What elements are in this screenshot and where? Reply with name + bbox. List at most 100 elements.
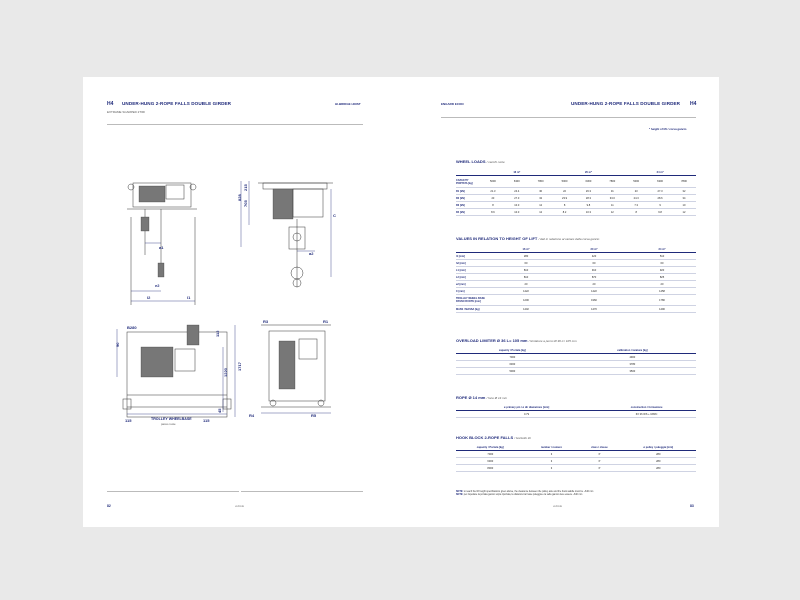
table-cell: 7800: [672, 175, 696, 188]
left-page-title: UNDER-HUNG 2-ROPE FALLS DOUBLE GIRDER: [122, 101, 232, 106]
notes: NOTE: to reach the lift height specifica…: [456, 491, 696, 497]
note-it-text: per rispettare la portata gancio sopra r…: [463, 494, 583, 496]
plan-view-drawing: [116, 324, 236, 418]
row-label: L1 [mm]: [456, 266, 492, 274]
table-row: 16 m* 20 m* 24 m*: [456, 246, 696, 253]
rope-col-2: construction / formazione: [597, 404, 696, 411]
rope-title-text: ROPE Ø 14 mm: [456, 395, 486, 400]
left-page-site: verlinde: [235, 505, 245, 508]
table-cell: 1458: [628, 287, 696, 295]
table-cell: 20: [560, 280, 628, 288]
row-label: h2 [mm]: [456, 259, 492, 267]
table-cell: 5000: [456, 367, 569, 375]
table-cell: 4900: [568, 353, 696, 361]
rope-col-1: ø primary pin / ø dir diametrare [mm]: [456, 404, 598, 411]
hol-group-1: 16 m*: [492, 246, 560, 253]
rope-table: ø primary pin / ø dir diametrare [mm] co…: [456, 404, 696, 418]
table-cell: 6300: [576, 175, 601, 188]
left-header-rule: [107, 124, 363, 125]
table-cell: 6300: [504, 175, 529, 188]
table-cell: 33.0: [600, 194, 625, 202]
table-cell: 810: [492, 266, 560, 274]
table-cell: 12: [600, 208, 625, 216]
table-row: L2 [mm] 810 870 825: [456, 273, 696, 281]
note-en-label: NOTE:: [456, 491, 464, 493]
table-cell: 1780: [628, 294, 696, 306]
hook-block-title: HOOK BLOCK 2-ROPE FALLS / bozzello tiri: [456, 435, 531, 440]
table-cell: 1470: [560, 305, 628, 313]
table-row: e2 [mm] 20 20 20: [456, 280, 696, 288]
table-cell: 910: [560, 266, 628, 274]
table-cell: 10.3: [576, 208, 601, 216]
table-cell: 8: [552, 201, 577, 209]
note-it: NOTE: per rispettare la portata gancio s…: [456, 494, 696, 497]
table-row: 5000 3500: [456, 367, 696, 375]
table-cell: 825: [628, 273, 696, 281]
table-cell: 1422: [560, 287, 628, 295]
hook-block-table: capacity / Portata [kg] number / numero …: [456, 444, 696, 472]
dim-b6: 45: [217, 408, 222, 413]
dim-b4: 1717: [237, 361, 242, 371]
note-it-label: NOTE:: [456, 494, 464, 496]
table-cell: 24.4: [504, 187, 529, 195]
table-cell: 23: [481, 194, 505, 202]
table-row: l1 [mm] 280 420 510: [456, 252, 696, 260]
table-row: MASS / MASSA [kg] 1402 1470 1490: [456, 305, 696, 313]
table-cell: 26.3: [576, 187, 601, 195]
table-cell: 34: [672, 194, 696, 202]
left-page-code: H4: [107, 101, 114, 107]
dim-h2: 705: [243, 200, 248, 207]
table-cell: 12: [528, 201, 553, 209]
table-cell: 3: [524, 457, 579, 465]
capacity-label: CAPACITY PORTATA [kg]: [456, 175, 481, 188]
right-header-rule: [441, 117, 696, 118]
table-cell: P: [578, 457, 621, 465]
hook-col-4: ø pulley / puleggia [mm]: [620, 444, 696, 451]
table-row: R1 [kN] 21.3 24.4 30 22 26.3 31 23 27.3 …: [456, 187, 696, 195]
dim-b1: B280: [127, 325, 137, 330]
table-cell: 6300: [456, 360, 569, 368]
table-row: 6300 3 P 280: [456, 457, 696, 465]
hook-col-3: class / classe: [578, 444, 621, 451]
wheel-group-1: 16 m*: [481, 169, 553, 176]
table-cell: 6300: [456, 457, 525, 465]
note-en: NOTE: to reach the lift height specifica…: [456, 491, 696, 494]
dim-b5: 1220: [223, 367, 228, 377]
wheel-group-3: 24 m*: [624, 169, 696, 176]
table-cell: 8: [481, 201, 505, 209]
table-row: 7000 4900: [456, 353, 696, 361]
olim-col-1: capacity / Portata [kg]: [456, 347, 569, 354]
table-cell: 11: [600, 201, 625, 209]
hook-block-title-it: / bozzello tiri: [514, 436, 531, 440]
dim-w2: 115: [203, 418, 210, 423]
row-label: e2 [mm]: [456, 280, 492, 288]
table-cell: 12: [528, 208, 553, 216]
table-row: 7000 3 P 280: [456, 450, 696, 458]
table-cell: 60: [628, 259, 696, 267]
table-cell: 280: [492, 252, 560, 260]
overload-limiter-title-it: / limitatore a perno Ø 36 L= 105 mm: [528, 339, 577, 343]
overload-limiter-table: capacity / Portata [kg] calibration / ta…: [456, 347, 696, 375]
height-of-lift-table: 16 m* 20 m* 24 m* l1 [mm] 280 420 510 h2…: [456, 246, 696, 313]
table-cell: 22: [552, 187, 577, 195]
table-cell: 3500: [568, 367, 696, 375]
table-row: R2 [kN] 23 27.3 32 23.9 28.3 33.0 24.3 2…: [456, 194, 696, 202]
table-cell: 31: [600, 187, 625, 195]
table-cell: P: [578, 450, 621, 458]
table-cell: 10: [672, 201, 696, 209]
table-cell: 420: [560, 252, 628, 260]
front-view-drawing: [127, 182, 197, 305]
table-cell: 28.6: [648, 194, 672, 202]
table-cell: 8.6: [481, 208, 505, 216]
left-page-subtitle: EXTRAME SCARPED 2TIRI: [107, 110, 146, 114]
table-cell: 20: [492, 280, 560, 288]
table-row: R4 [kN] 8.6 10.3 12 8.2 10.3 12 8 9.8 12: [456, 208, 696, 216]
height-of-lift-title-it: / dati in relazione al variare della cor…: [538, 237, 600, 241]
table-cell: 21.3: [481, 187, 505, 195]
table-cell: 28.3: [576, 194, 601, 202]
table-cell: 5000: [552, 175, 577, 188]
table-cell: 7800: [528, 175, 553, 188]
table-cell: 30: [528, 187, 553, 195]
row-label-it: PASSO RUOTE [mm]: [456, 300, 481, 303]
dim-l1: l1: [187, 295, 191, 300]
